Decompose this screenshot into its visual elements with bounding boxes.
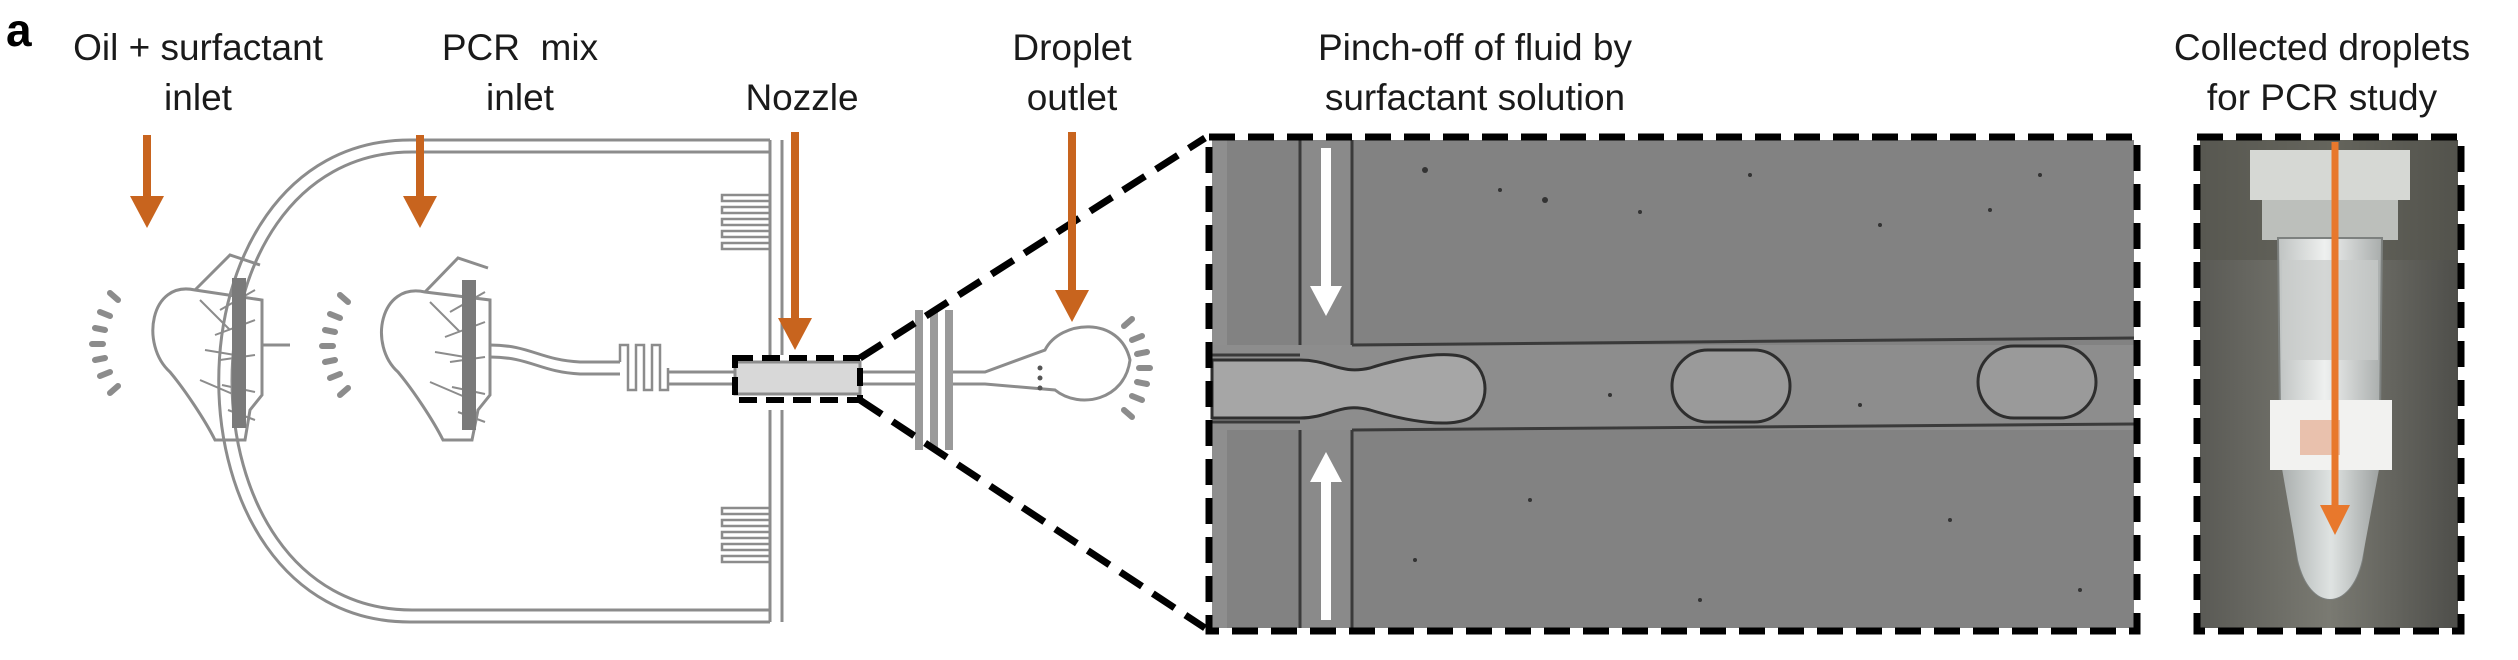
- pinch-off-label-line1: Pinch-off of fluid by: [1318, 27, 1632, 68]
- outer-d-channel: [217, 138, 770, 624]
- pcr-inlet-structure: [319, 256, 735, 442]
- oil-inlet-label-line2: inlet: [164, 77, 233, 118]
- arrows: [130, 132, 1089, 350]
- pinch-arrow-up: [1310, 452, 1342, 620]
- outlet-structure: [860, 310, 1153, 450]
- droplet-outlet-label-line1: Droplet: [1012, 27, 1132, 68]
- oil-inlet-arrow: [130, 135, 164, 228]
- pinch-arrow-down: [1310, 148, 1342, 316]
- droplet-2: [1976, 344, 2098, 420]
- droplet-outlet-label-line2: outlet: [1027, 77, 1118, 118]
- nozzle-arrow: [778, 132, 812, 350]
- nozzle-channel: [733, 360, 862, 396]
- micrograph-panel: [1210, 140, 2135, 628]
- pinch-off-label-line2: surfactant solution: [1325, 77, 1625, 118]
- tube-dashed-frame: [2193, 133, 2465, 635]
- zoom-line-bottom: [858, 397, 1207, 631]
- nozzle-zoom-box: [732, 355, 863, 403]
- panel-letter: a: [6, 4, 32, 56]
- tube-photo-panel: [2200, 140, 2458, 628]
- collected-label-line2: for PCR study: [2207, 77, 2438, 118]
- collected-label-line1: Collected droplets: [2174, 27, 2470, 68]
- oil-inlet-structure: [89, 253, 290, 442]
- pcr-inlet-label-line1: PCR mix: [442, 27, 599, 68]
- chip-schematic: [89, 138, 1153, 624]
- droplet-outlet-arrow: [1055, 132, 1089, 322]
- pcr-inlet-label-line2: inlet: [486, 77, 555, 118]
- nozzle-label: Nozzle: [745, 77, 858, 118]
- zoom-line-top: [858, 135, 1207, 361]
- oil-inlet-label-line1: Oil + surfactant: [73, 27, 324, 68]
- top-serpentine: [720, 193, 772, 251]
- droplet-1: [1670, 348, 1792, 424]
- pinch-thread: [1210, 353, 1487, 425]
- micrograph-dashed-frame: [1205, 133, 2141, 635]
- pcr-inlet-arrow: [403, 135, 437, 228]
- bottom-serpentine: [720, 506, 772, 564]
